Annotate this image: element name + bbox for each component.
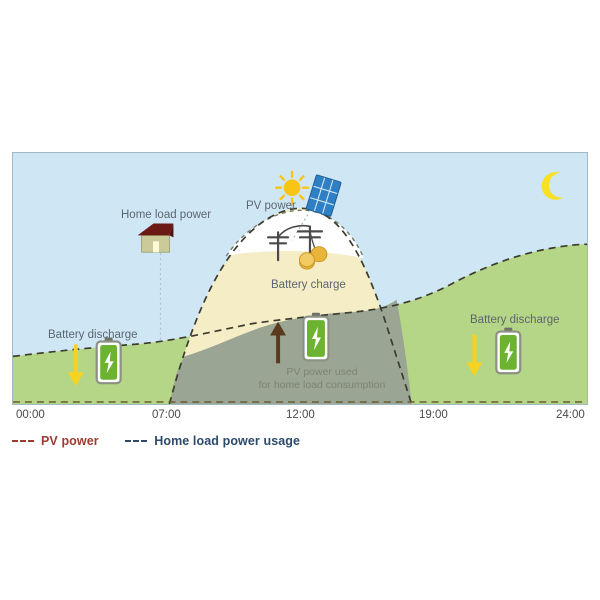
battery-icon: [302, 312, 330, 362]
legend-item-pv-power: PV power: [12, 434, 99, 448]
battery-icon: [95, 337, 122, 385]
arrow-up-icon: [270, 321, 287, 364]
pv-power-droplink: [291, 214, 309, 241]
axis-tick-1900: 19:00: [419, 409, 448, 421]
legend-label-pv-power: PV power: [41, 433, 99, 448]
annotation-battery-charge: Battery charge: [271, 279, 346, 291]
legend-label-home-load-power-usage: Home load power usage: [154, 433, 301, 448]
arrow-down-icon: [67, 344, 84, 387]
legend: PV power Home load power usage: [12, 432, 322, 452]
axis-tick-1200: 12:00: [286, 409, 315, 421]
solar-panel-icon: [305, 174, 342, 217]
moon-icon: [541, 172, 564, 200]
battery-icon: [495, 327, 522, 375]
annotation-pv-used-line2: for home load consumption: [258, 379, 386, 391]
sun-icon: [274, 170, 310, 205]
house-icon: [137, 223, 174, 253]
pv-used-overlap-area: [169, 299, 412, 404]
annotation-battery-discharge-right: Battery discharge: [470, 314, 560, 326]
scene-svg: [13, 170, 587, 404]
axis-tick-0000: 00:00: [16, 409, 45, 421]
legend-item-home-load-power-usage: Home load power usage: [125, 434, 300, 448]
annotation-home-load-power: Home load power: [121, 209, 212, 221]
axis-tick-0700: 07:00: [152, 409, 181, 421]
home-load-curve-peak-segment: [225, 209, 365, 259]
annotation-pv-used-for-home-load: PV power used for home load consumption: [247, 366, 397, 392]
home-load-curve: [13, 243, 587, 358]
pv-surplus-peak-white: [226, 210, 364, 259]
legend-dash-icon: [12, 439, 34, 442]
annotation-battery-discharge-left: Battery discharge: [48, 329, 138, 341]
annotation-pv-used-line1: PV power used: [286, 366, 358, 378]
chart-plot-area: Home load power PV power Battery charge …: [12, 152, 588, 405]
coins-icon: [299, 246, 328, 270]
annotation-pv-power: PV power: [246, 200, 296, 212]
axis-tick-2400: 24:00: [556, 409, 585, 421]
arrow-down-icon: [466, 334, 483, 377]
legend-dash-icon: [125, 439, 148, 442]
